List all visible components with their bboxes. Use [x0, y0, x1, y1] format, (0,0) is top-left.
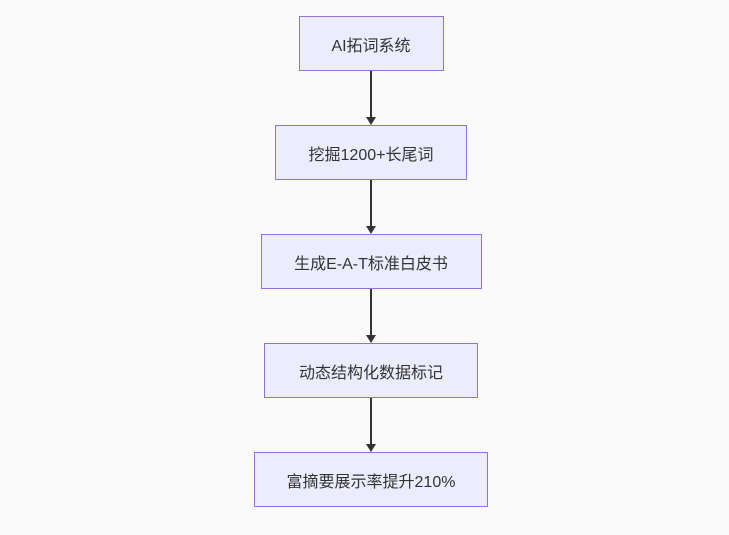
arrow-shaft: [370, 180, 372, 227]
flow-node-ai-expansion: AI拓词系统: [298, 16, 444, 71]
flow-node-label: 富摘要展示率提升210%: [286, 473, 456, 491]
arrow-down-1: [366, 71, 376, 125]
flow-node-label: 挖掘1200+长尾词: [308, 146, 434, 164]
arrow-shaft: [370, 289, 372, 336]
arrowhead-down-icon: [366, 117, 376, 125]
arrowhead-down-icon: [366, 335, 376, 343]
flow-node-eat-whitepaper: 生成E-A-T标准白皮书: [260, 234, 482, 289]
flow-node-label: 生成E-A-T标准白皮书: [294, 255, 448, 273]
flow-node-rich-snippet-result: 富摘要展示率提升210%: [254, 452, 488, 507]
arrowhead-down-icon: [366, 226, 376, 234]
flow-node-label: AI拓词系统: [331, 37, 411, 55]
flowchart: AI拓词系统 挖掘1200+长尾词 生成E-A-T标准白皮书 动态结构化数据标记…: [254, 16, 488, 507]
arrowhead-down-icon: [366, 444, 376, 452]
flow-node-label: 动态结构化数据标记: [298, 364, 443, 382]
arrow-shaft: [370, 398, 372, 445]
arrow-down-2: [366, 180, 376, 234]
arrow-down-4: [366, 398, 376, 452]
flow-node-structured-data: 动态结构化数据标记: [264, 343, 478, 398]
flow-node-longtail-mining: 挖掘1200+长尾词: [275, 125, 467, 180]
arrow-shaft: [370, 71, 372, 118]
arrow-down-3: [366, 289, 376, 343]
